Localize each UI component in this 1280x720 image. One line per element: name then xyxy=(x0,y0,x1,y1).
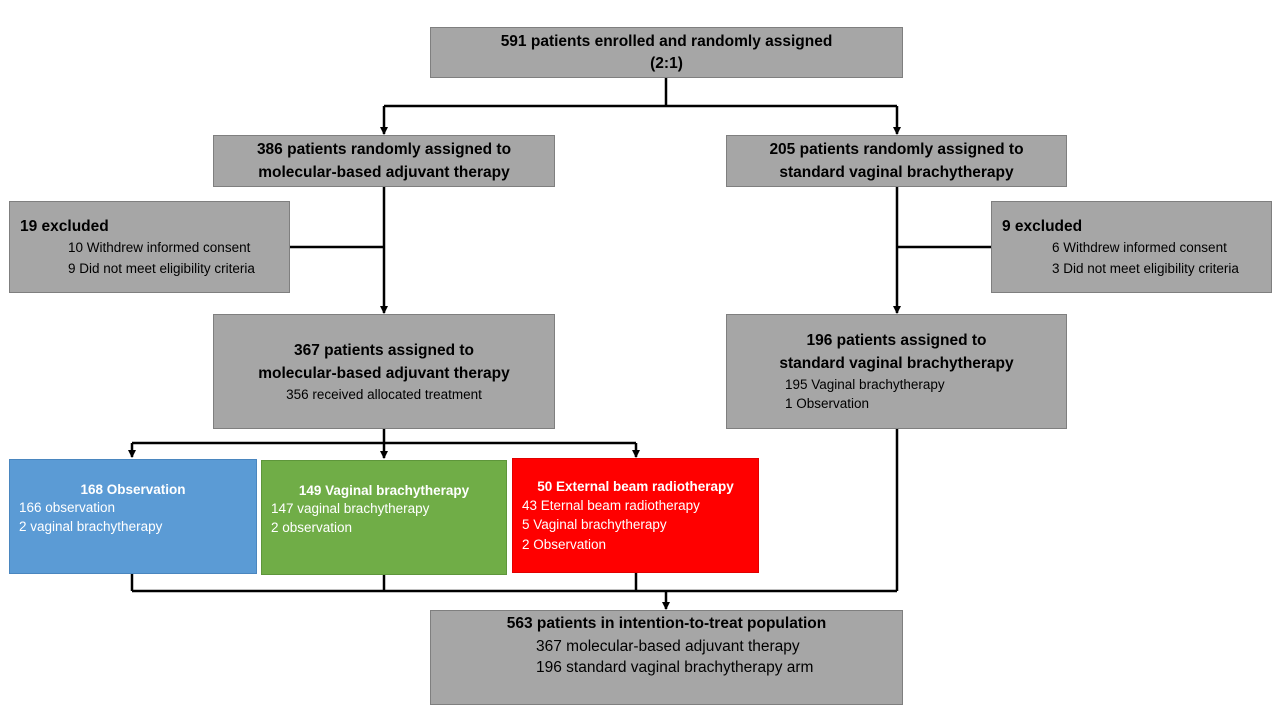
excluded-right-title: 9 excluded xyxy=(1002,218,1083,235)
arm-standard-line2: standard vaginal brachytherapy xyxy=(779,164,1014,181)
excluded-left-box: 19 excluded 10 Withdrew informed consent… xyxy=(9,201,290,293)
assigned-standard-line1: 196 patients assigned to xyxy=(806,332,987,349)
arm-standard-box: 205 patients randomly assigned to standa… xyxy=(726,135,1067,187)
enrolled-line2: (2:1) xyxy=(650,55,683,72)
itt-item: 367 molecular-based adjuvant therapy xyxy=(536,638,800,655)
vaginal-item: 2 observation xyxy=(271,520,353,535)
vaginal-box: 149 Vaginal brachytherapy 147 vaginal br… xyxy=(261,460,507,575)
external-item: 43 Eternal beam radiotherapy xyxy=(522,498,700,513)
excluded-left-title: 19 excluded xyxy=(20,218,109,235)
assigned-molecular-detail: 356 received allocated treatment xyxy=(286,387,482,402)
excluded-left-item: 9 Did not meet eligibility criteria xyxy=(68,261,255,276)
assigned-standard-item: 1 Observation xyxy=(785,396,870,411)
assigned-molecular-line2: molecular-based adjuvant therapy xyxy=(258,365,510,382)
external-title: 50 External beam radiotherapy xyxy=(537,479,734,494)
enrolled-box: 591 patients enrolled and randomly assig… xyxy=(430,27,903,78)
excluded-right-item: 3 Did not meet eligibility criteria xyxy=(1052,261,1239,276)
excluded-right-box: 9 excluded 6 Withdrew informed consent 3… xyxy=(991,201,1272,293)
assigned-standard-line2: standard vaginal brachytherapy xyxy=(779,355,1014,372)
assigned-standard-box: 196 patients assigned to standard vagina… xyxy=(726,314,1067,429)
observation-title: 168 Observation xyxy=(80,482,186,497)
arm-molecular-line1: 386 patients randomly assigned to xyxy=(256,141,512,158)
assigned-standard-item: 195 Vaginal brachytherapy xyxy=(785,377,945,392)
vaginal-item: 147 vaginal brachytherapy xyxy=(271,501,430,516)
arm-molecular-line2: molecular-based adjuvant therapy xyxy=(258,164,510,181)
observation-item: 2 vaginal brachytherapy xyxy=(19,519,163,534)
excluded-right-item: 6 Withdrew informed consent xyxy=(1052,240,1227,255)
assigned-molecular-box: 367 patients assigned to molecular-based… xyxy=(213,314,555,429)
vaginal-title: 149 Vaginal brachytherapy xyxy=(298,483,470,498)
arm-standard-line1: 205 patients randomly assigned to xyxy=(769,141,1024,158)
itt-title: 563 patients in intention-to-treat popul… xyxy=(506,615,827,632)
enrolled-line1: 591 patients enrolled and randomly assig… xyxy=(500,33,833,50)
itt-item: 196 standard vaginal brachytherapy arm xyxy=(536,659,814,676)
observation-item: 166 observation xyxy=(19,500,116,515)
external-item: 5 Vaginal brachytherapy xyxy=(522,517,667,532)
external-item: 2 Observation xyxy=(522,537,607,552)
excluded-left-item: 10 Withdrew informed consent xyxy=(68,240,251,255)
observation-box: 168 Observation 166 observation 2 vagina… xyxy=(9,459,257,574)
assigned-molecular-line1: 367 patients assigned to xyxy=(293,342,475,359)
external-box: 50 External beam radiotherapy 43 Eternal… xyxy=(512,458,759,573)
itt-box: 563 patients in intention-to-treat popul… xyxy=(430,610,903,705)
arm-molecular-box: 386 patients randomly assigned to molecu… xyxy=(213,135,555,187)
